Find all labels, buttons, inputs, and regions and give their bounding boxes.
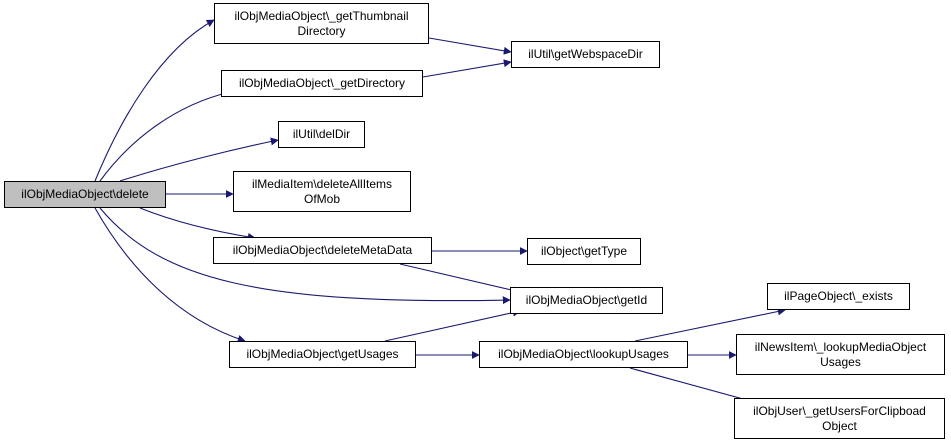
node-page-object-exists[interactable]: ilPageObject\_exists <box>767 283 910 310</box>
edge-root-to-thumb <box>94 19 215 182</box>
edge-usages-to-getid <box>384 308 521 342</box>
node-label: ilObjMediaObject\getUsages <box>246 347 399 361</box>
node-delete-meta-data[interactable]: ilObjMediaObject\deleteMetaData <box>213 237 432 264</box>
node-get-id[interactable]: ilObjMediaObject\getId <box>510 287 663 314</box>
edge-delmeta-to-getid <box>399 263 521 295</box>
node-label: ilUtil\getWebspaceDir <box>528 47 643 61</box>
node-get-directory[interactable]: ilObjMediaObject\_getDirectory <box>221 70 423 97</box>
node-root-delete[interactable]: ilObjMediaObject\delete <box>4 181 166 208</box>
node-label: ilObjMediaObject\lookupUsages <box>498 347 669 361</box>
edge-root-to-delmeta <box>139 207 256 241</box>
edge-dir-to-webspace <box>422 59 512 78</box>
edge-root-to-deldir <box>119 137 279 182</box>
node-label: ilPageObject\_exists <box>784 289 893 303</box>
node-label: ilObjMediaObject\delete <box>21 187 149 201</box>
node-get-type[interactable]: ilObject\getType <box>527 238 641 265</box>
node-get-webspace-dir[interactable]: ilUtil\getWebspaceDir <box>511 41 660 68</box>
node-label: ilObjMediaObject\_getDirectory <box>238 76 406 90</box>
node-lookup-usages[interactable]: ilObjMediaObject\lookupUsages <box>479 341 688 368</box>
edge-thumb-to-webspace <box>428 37 512 55</box>
node-label: ilObjMediaObject\deleteMetaData <box>232 243 413 257</box>
edge-lookup-to-exists <box>634 307 786 342</box>
node-label: ilObjMediaObject\getId <box>525 293 648 307</box>
edge-root-to-dir <box>99 89 231 182</box>
edge-root-to-usages <box>94 207 246 343</box>
node-deldir[interactable]: ilUtil\delDir <box>278 121 365 148</box>
node-label: ilUtil\delDir <box>292 127 351 141</box>
node-get-usages[interactable]: ilObjMediaObject\getUsages <box>229 341 416 368</box>
edge-root-to-getid <box>99 207 511 305</box>
node-label: ilObject\getType <box>540 244 628 258</box>
